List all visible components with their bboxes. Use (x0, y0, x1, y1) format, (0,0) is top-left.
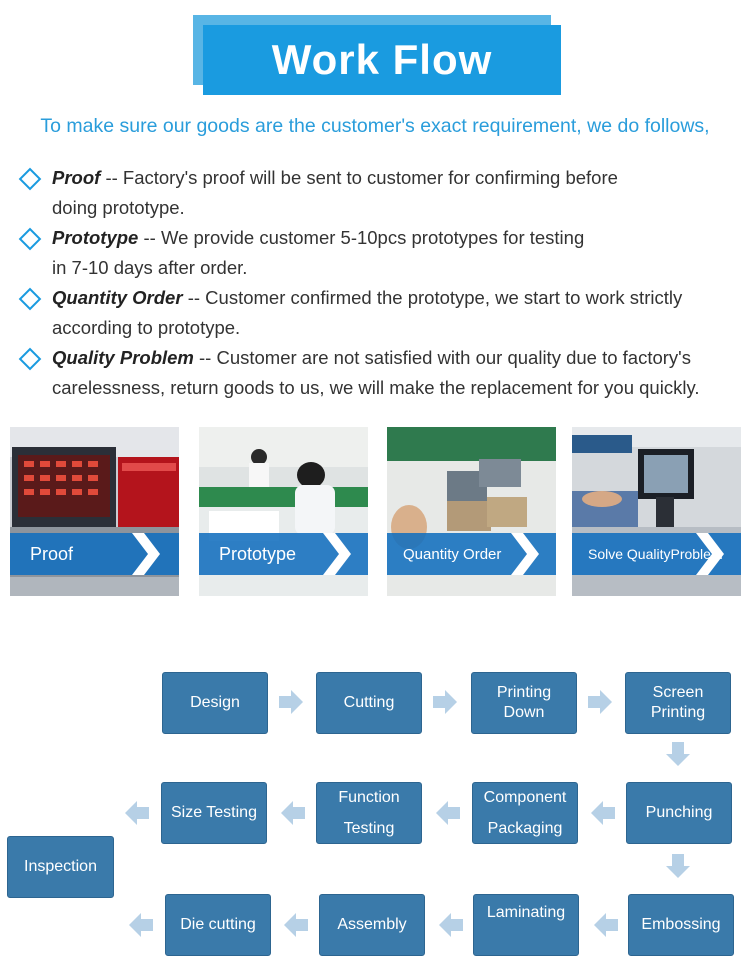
item-text-continued: carelessness, return goods to us, we wil… (52, 377, 700, 398)
chevron-right-icon (323, 533, 351, 575)
title-banner: Work Flow (203, 25, 561, 95)
photo-label-line1: Solve Quality (588, 546, 671, 562)
arrow-left-icon (129, 913, 153, 937)
arrow-left-icon (439, 913, 463, 937)
list-item-prototype: Prototype -- We provide customer 5-10pcs… (18, 223, 743, 283)
workflow-list: Proof -- Factory's proof will be sent to… (18, 163, 743, 403)
chevron-right-icon (511, 533, 539, 575)
photo-label: Quantity Order (403, 545, 502, 563)
page-title: Work Flow (271, 36, 493, 83)
flow-step-component-packaging: Component Packaging (472, 782, 578, 844)
arrow-down-icon (666, 854, 690, 878)
item-text: -- Factory's proof will be sent to custo… (100, 167, 618, 188)
list-item-quality-problem: Quality Problem -- Customer are not sati… (18, 343, 743, 403)
flow-step-inspection: Inspection (7, 836, 114, 898)
item-text-continued: doing prototype. (52, 197, 185, 218)
diamond-bullet-icon (18, 347, 42, 371)
chevron-right-icon (696, 533, 724, 575)
arrow-down-icon (666, 742, 690, 766)
photo-label: Proof (30, 543, 74, 564)
arrow-left-icon (281, 801, 305, 825)
diamond-bullet-icon (18, 287, 42, 311)
chevron-right-icon (132, 533, 160, 575)
arrow-right-icon (279, 690, 303, 714)
photo-proof: Proof (10, 427, 179, 596)
arrow-right-icon (588, 690, 612, 714)
arrow-left-icon (591, 801, 615, 825)
item-term: Proof (52, 167, 101, 188)
item-text: -- Customer confirmed the prototype, we … (182, 287, 683, 308)
list-item-quantity-order: Quantity Order -- Customer confirmed the… (18, 283, 743, 343)
flow-step-size-testing: Size Testing (161, 782, 267, 844)
flow-step-die-cutting: Die cutting (165, 894, 271, 956)
arrow-left-icon (436, 801, 460, 825)
flow-step-printing-down: Printing Down (471, 672, 577, 734)
diamond-bullet-icon (18, 227, 42, 251)
item-text: -- Customer are not satisfied with our q… (193, 347, 691, 368)
arrow-left-icon (125, 801, 149, 825)
flow-step-cutting: Cutting (316, 672, 422, 734)
flow-step-punching: Punching (626, 782, 732, 844)
list-item-proof: Proof -- Factory's proof will be sent to… (18, 163, 743, 223)
flow-step-design: Design (162, 672, 268, 734)
arrow-left-icon (594, 913, 618, 937)
item-text-continued: according to prototype. (52, 317, 241, 338)
arrow-left-icon (284, 913, 308, 937)
photo-quantity-order: Quantity Order (387, 427, 556, 596)
photo-prototype: Prototype (199, 427, 368, 596)
flow-step-laminating: Laminating (473, 894, 579, 956)
item-text: -- We provide customer 5-10pcs prototype… (138, 227, 585, 248)
photo-solve-quality-problem: Solve Quality Problem (572, 427, 741, 596)
photo-caption-bar: Quantity Order (387, 533, 556, 575)
flow-step-function-testing: Function Testing (316, 782, 422, 844)
item-term: Quality Problem (52, 347, 194, 368)
subtitle: To make sure our goods are the customer'… (40, 115, 710, 137)
diamond-bullet-icon (18, 167, 42, 191)
flow-step-embossing: Embossing (628, 894, 734, 956)
item-term: Prototype (52, 227, 139, 248)
flow-step-screen-printing: Screen Printing (625, 672, 731, 734)
photo-caption-bar: Solve Quality Problem (572, 533, 741, 575)
photo-caption-bar: Proof (10, 533, 179, 575)
photo-caption-bar: Prototype (199, 533, 368, 575)
item-text-continued: in 7-10 days after order. (52, 257, 248, 278)
item-term: Quantity Order (52, 287, 183, 308)
flow-step-assembly: Assembly (319, 894, 425, 956)
photo-label: Prototype (219, 543, 297, 564)
arrow-right-icon (433, 690, 457, 714)
